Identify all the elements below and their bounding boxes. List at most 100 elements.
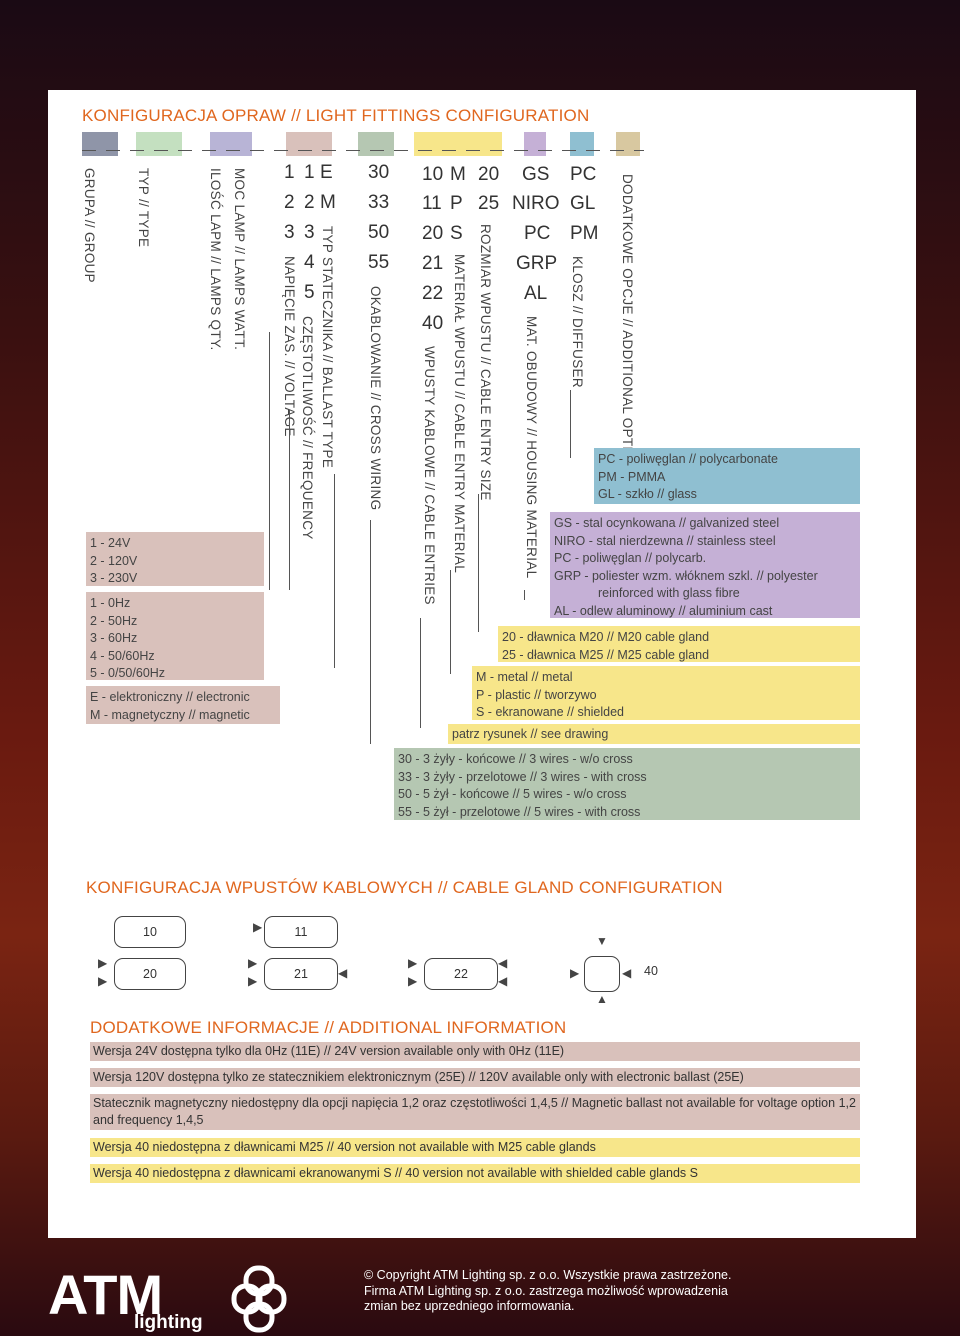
gland-21-arrow-right-icon: ◀ <box>338 966 348 980</box>
gland-20-arrow-bottom-icon: ▶ <box>98 974 108 988</box>
code-frequency-1: 1 <box>304 162 315 183</box>
code-frequency-3: 3 <box>304 222 315 243</box>
legend-cross-line-4: 55 - 5 żył - przelotowe // 5 wires - wit… <box>398 804 641 819</box>
frequency-connector <box>289 410 290 590</box>
gland-11: 11 <box>264 916 338 948</box>
swatch-housing <box>524 132 546 156</box>
label-cable-entries: WPUSTY KABLOWE // CABLE ENTRIES <box>422 346 437 605</box>
label-ballast: TYP STATECZNIKA // BALLAST TYPE <box>320 226 335 469</box>
label-cross-wiring: OKABLOWANIE // CROSS WIRING <box>368 286 383 511</box>
swatch-additional <box>616 132 640 156</box>
swatch-diffuser <box>570 132 594 156</box>
legend-ballast: E - elektroniczny // electronic M - magn… <box>86 686 280 724</box>
gland-10: 10 <box>114 916 186 948</box>
legend-housing-line-4: GRP - poliester wzm. włóknem szkl. // po… <box>554 568 818 583</box>
legend-diffuser-line-3: GL - szkło // glass <box>598 487 697 501</box>
legend-frequency-line-3: 3 - 60Hz <box>90 631 138 645</box>
logo-brand: ATM <box>48 1263 163 1326</box>
code-entries-11: 11 <box>422 193 442 214</box>
label-diffuser: KLOSZ // DIFFUSER <box>570 256 585 388</box>
footer-line-3: zmian bez uprzedniego informowania. <box>364 1299 575 1313</box>
swatch-cross <box>358 132 394 156</box>
gland-title: KONFIGURACJA WPUSTÓW KABLOWYCH // CABLE … <box>86 878 723 897</box>
label-additional-options: DODATKOWE OPCJE // ADDITIONAL OPTIONS <box>620 174 635 481</box>
gland-40-arrow-right-icon: ◀ <box>622 966 632 980</box>
code-housing-pc: PC <box>524 223 551 244</box>
gland-20-arrow-top-icon: ▶ <box>98 956 108 970</box>
gland-20: 20 <box>114 958 186 990</box>
logo-knot-icon <box>231 1265 287 1333</box>
code-ballast-e: E <box>320 162 333 183</box>
legend-frequency-line-5: 5 - 0/50/60Hz <box>90 666 166 680</box>
label-frequency: CZĘSTOTLIWOŚĆ // FREQUENCY <box>300 316 315 540</box>
voltage-connector <box>269 332 270 590</box>
code-material-p: P <box>450 193 463 214</box>
legend-material-line-3: S - ekranowane // shielded <box>476 705 625 719</box>
code-frequency-4: 4 <box>304 252 315 273</box>
swatch-entries <box>414 132 502 156</box>
config-title: KONFIGURACJA OPRAW // LIGHT FITTINGS CON… <box>82 106 590 125</box>
label-type: TYP // TYPE <box>136 168 151 248</box>
code-housing-grp: GRP <box>516 253 558 274</box>
code-voltage-3: 3 <box>284 222 295 243</box>
legend-frequency-line-4: 4 - 50/60Hz <box>90 648 155 663</box>
code-entries-21: 21 <box>422 253 444 274</box>
code-ballast-m: M <box>320 192 336 213</box>
code-entries-40: 40 <box>422 313 444 334</box>
label-entry-material: MATERIAŁ WPUSTU // CABLE ENTRY MATERIAL <box>452 254 467 574</box>
legend-material-line-1: M - metal // metal <box>476 670 573 684</box>
gland-22: 22 <box>424 958 498 990</box>
atm-logo: ATM lighting <box>48 1262 288 1336</box>
label-lamps-qty: ILOŚĆ LAPM // LAMPS QTY. <box>208 168 223 351</box>
label-voltage: NAPIĘCIE ZAS. // VOLTAGE <box>282 256 297 437</box>
gland-22-arrow-bottom-icon: ▶ <box>408 974 418 988</box>
code-size-25: 25 <box>478 193 500 214</box>
legend-housing-line-5: reinforced with glass fibre <box>598 586 740 600</box>
footer-line-1: © Copyright ATM Lighting sp. z o.o. Wszy… <box>364 1268 732 1282</box>
gland-21-arrow-top-icon: ▶ <box>248 956 258 970</box>
legend-ballast-line-1: E - elektroniczny // electronic <box>90 690 250 704</box>
code-entries-10: 10 <box>422 164 444 185</box>
note-1: Wersja 24V dostępna tylko dla 0Hz (11E) … <box>90 1042 860 1061</box>
code-entries-20: 20 <box>422 223 444 244</box>
note-2: Wersja 120V dostępna tylko ze statecznik… <box>90 1068 860 1087</box>
cross-connector <box>370 520 371 744</box>
code-cross-50: 50 <box>368 222 390 243</box>
legend-housing-line-3: PC - poliwęglan // polycarb. <box>554 551 707 565</box>
gland-40-label: 40 <box>644 964 658 978</box>
entries-connector <box>420 618 421 728</box>
gland-22-arrow-right-bottom-icon: ◀ <box>498 974 508 988</box>
code-housing-al: AL <box>524 283 548 304</box>
footer-line-2: Firma ATM Lighting sp. z o.o. zastrzega … <box>364 1283 728 1298</box>
legend-frequency-line-2: 2 - 50Hz <box>90 613 138 628</box>
label-lamps-watt: MOC LAMP // LAMPS WATT. <box>232 168 247 351</box>
code-frequency-5: 5 <box>304 282 315 303</box>
legend-cross-line-2: 33 - 3 żyły - przelotowe // 3 wires - wi… <box>398 769 647 784</box>
gland-11-arrow-icon: ▶ <box>253 920 263 934</box>
legend-voltage: 1 - 24V 2 - 120V 3 - 230V <box>86 532 264 586</box>
code-voltage-1: 1 <box>284 162 295 183</box>
info-title: DODATKOWE INFORMACJE // ADDITIONAL INFOR… <box>90 1018 567 1037</box>
legend-cross-wiring: 30 - 3 żyły - końcowe // 3 wires - w/o c… <box>394 748 860 820</box>
gland-40-box <box>584 956 620 992</box>
legend-size-line-1: 20 - dławnica M20 // M20 cable gland <box>502 630 710 644</box>
legend-voltage-line-2: 2 - 120V <box>90 553 138 568</box>
label-entry-size: ROZMIAR WPUSTU // CABLE ENTRY SIZE <box>478 224 493 501</box>
code-housing-gs: GS <box>522 164 550 185</box>
code-voltage-2: 2 <box>284 192 295 213</box>
code-entries-22: 22 <box>422 283 444 304</box>
label-group: GRUPA // GROUP <box>82 168 97 283</box>
legend-housing: GS - stal ocynkowana // galvanized steel… <box>550 512 860 618</box>
code-diffuser-pc: PC <box>570 164 597 185</box>
legend-entry-material: M - metal // metal P - plastic // tworzy… <box>472 666 860 720</box>
legend-ballast-line-2: M - magnetyczny // magnetic <box>90 707 250 722</box>
gland-21-arrow-bottom-icon: ▶ <box>248 974 258 988</box>
header-dash-line <box>82 150 644 151</box>
housing-connector <box>524 590 525 600</box>
label-housing-material: MAT. OBUDOWY // HOUSING MATERIAL <box>524 316 539 579</box>
document-sheet: KONFIGURACJA OPRAW // LIGHT FITTINGS CON… <box>48 90 916 1238</box>
gland-22-arrow-right-top-icon: ◀ <box>498 956 508 970</box>
legend-frequency: 1 - 0Hz 2 - 50Hz 3 - 60Hz 4 - 50/60Hz 5 … <box>86 592 264 680</box>
legend-voltage-line-1: 1 - 24V <box>90 536 131 550</box>
gland-40-arrow-left-icon: ▶ <box>570 966 580 980</box>
